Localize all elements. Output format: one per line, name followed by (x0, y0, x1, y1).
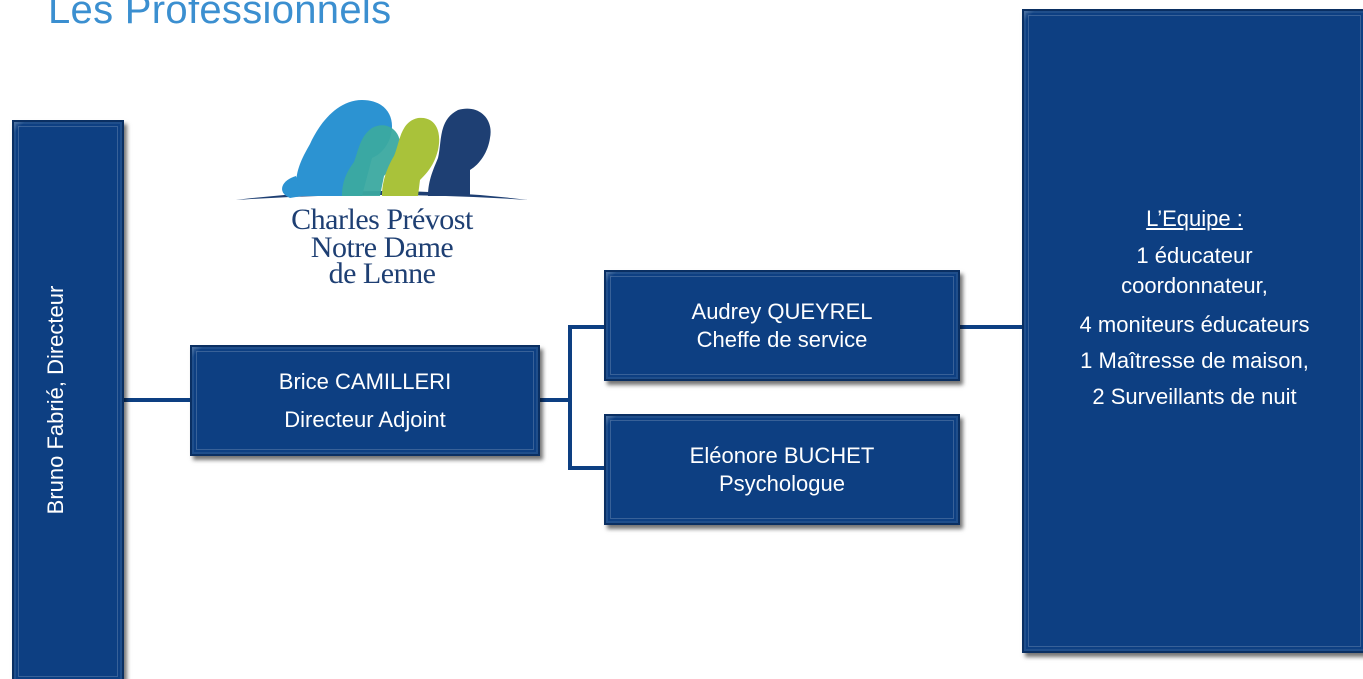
connector-branch-queyrel (568, 325, 604, 329)
buchet-name: Eléonore BUCHET (689, 442, 875, 468)
buchet-role: Psychologue (719, 470, 845, 496)
head-silhouette-navy-icon (428, 108, 491, 196)
queyrel-name: Audrey QUEYREL (691, 298, 873, 324)
head-silhouette-teal-icon (342, 125, 401, 196)
director-label: Bruno Fabrié, Directeur (43, 285, 68, 515)
logo-text-line-2: Notre Dame (310, 231, 454, 264)
connector-adjoint-branch (540, 398, 570, 402)
logo-text-line-3: de Lenne (328, 257, 436, 290)
adjoint-role: Directeur Adjoint (284, 406, 446, 432)
team-box: L’Equipe : 1 éducateur coordonnateur, 4 … (1022, 9, 1363, 653)
head-silhouette-green-icon (382, 117, 440, 196)
adjoint-name: Brice CAMILLERI (278, 368, 452, 394)
team-line-1: 1 éducateur (1136, 243, 1253, 268)
buchet-box: Eléonore BUCHET Psychologue (604, 414, 960, 525)
logo-text-line-1: Charles Prévost (291, 203, 473, 236)
team-line-2: coordonnateur, (1121, 273, 1268, 298)
queyrel-box: Audrey QUEYREL Cheffe de service (604, 270, 960, 381)
connector-branch-buchet (568, 466, 604, 470)
team-line-5: 2 Surveillants de nuit (1092, 384, 1297, 409)
team-content: L’Equipe : 1 éducateur coordonnateur, 4 … (1024, 201, 1363, 415)
page-title: Les Professionnels (48, 0, 392, 32)
connector-director-adjoint (124, 398, 190, 402)
organization-logo (236, 100, 528, 200)
adjoint-box: Brice CAMILLERI Directeur Adjoint (190, 345, 540, 456)
team-line-3: 4 moniteurs éducateurs (1079, 312, 1310, 337)
queyrel-role: Cheffe de service (696, 326, 868, 352)
team-line-4: 1 Maîtresse de maison, (1080, 348, 1309, 373)
team-title: L’Equipe : (1146, 206, 1243, 231)
connector-branch-vertical (568, 325, 572, 469)
connector-queyrel-team (960, 325, 1022, 329)
